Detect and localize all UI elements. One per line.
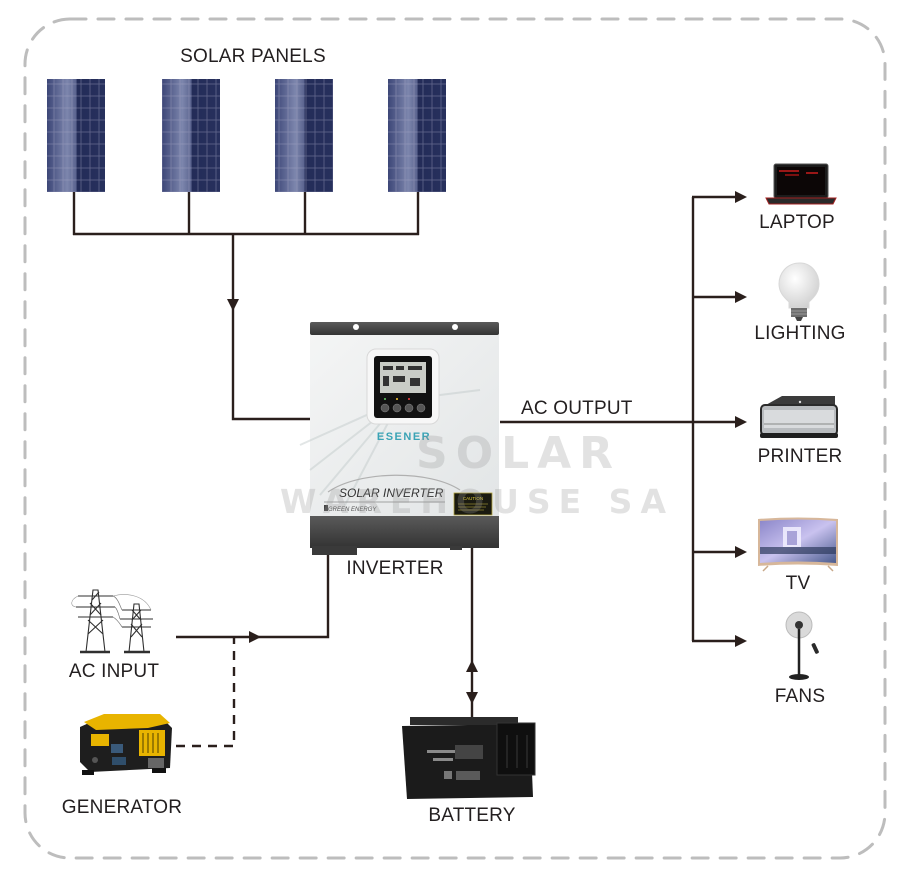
solar-panel-icon xyxy=(47,79,105,192)
ac-output-label: AC OUTPUT xyxy=(521,398,633,419)
generator-wiring xyxy=(176,638,236,748)
load-label-tv: TV xyxy=(785,573,811,594)
arrow-to-printer xyxy=(735,416,747,428)
battery-discharge-arrow-down xyxy=(466,692,478,704)
load-label-lighting: LIGHTING xyxy=(754,323,846,344)
svg-text:CAUTION: CAUTION xyxy=(463,496,483,501)
ac-input-label: AC INPUT xyxy=(68,661,160,682)
diagram-border xyxy=(23,17,887,860)
battery-charge-arrow-up xyxy=(466,660,478,672)
solar-panel-icon xyxy=(388,79,446,192)
arrow-to-tv xyxy=(735,546,747,558)
arrow-to-lighting xyxy=(735,291,747,303)
load-label-fans: FANS xyxy=(774,686,826,707)
light-bulb-icon xyxy=(778,262,820,321)
tv-icon xyxy=(758,517,838,572)
battery-icon xyxy=(402,717,536,799)
solar-panel-array xyxy=(47,79,446,192)
load-label-laptop: LAPTOP xyxy=(759,212,835,233)
solar-panel-icon xyxy=(275,79,333,192)
solar-panel-wiring xyxy=(72,192,420,421)
ac-output-arrows xyxy=(735,191,747,647)
generator-label: GENERATOR xyxy=(61,797,183,818)
laptop-icon xyxy=(765,163,837,205)
arrow-to-fans xyxy=(735,635,747,647)
ac-output-wiring xyxy=(500,195,740,643)
inverter-subtext: GREEN ENERGY xyxy=(328,507,377,513)
battery-label: BATTERY xyxy=(428,805,516,826)
power-pylon-icon xyxy=(71,589,153,654)
caution-label: CAUTION xyxy=(453,492,493,516)
generator-icon xyxy=(80,714,172,775)
ac-input-wiring xyxy=(176,555,330,639)
inverter-icon: ESENER SOLAR INVERTER GREEN ENERGY CAUTI… xyxy=(299,322,499,555)
solar-flow-arrow xyxy=(227,299,239,311)
fan-icon xyxy=(785,611,819,680)
arrow-to-laptop xyxy=(735,191,747,203)
inverter-product-text: SOLAR INVERTER xyxy=(339,486,444,500)
load-label-printer: PRINTER xyxy=(757,446,843,467)
solar-panel-icon xyxy=(162,79,220,192)
inverter-label: INVERTER xyxy=(346,558,444,579)
solar-panels-label: SOLAR PANELS xyxy=(180,46,326,67)
ac-input-arrow xyxy=(249,631,261,643)
inverter-brand-text: ESENER xyxy=(377,431,431,443)
printer-icon xyxy=(760,396,838,438)
